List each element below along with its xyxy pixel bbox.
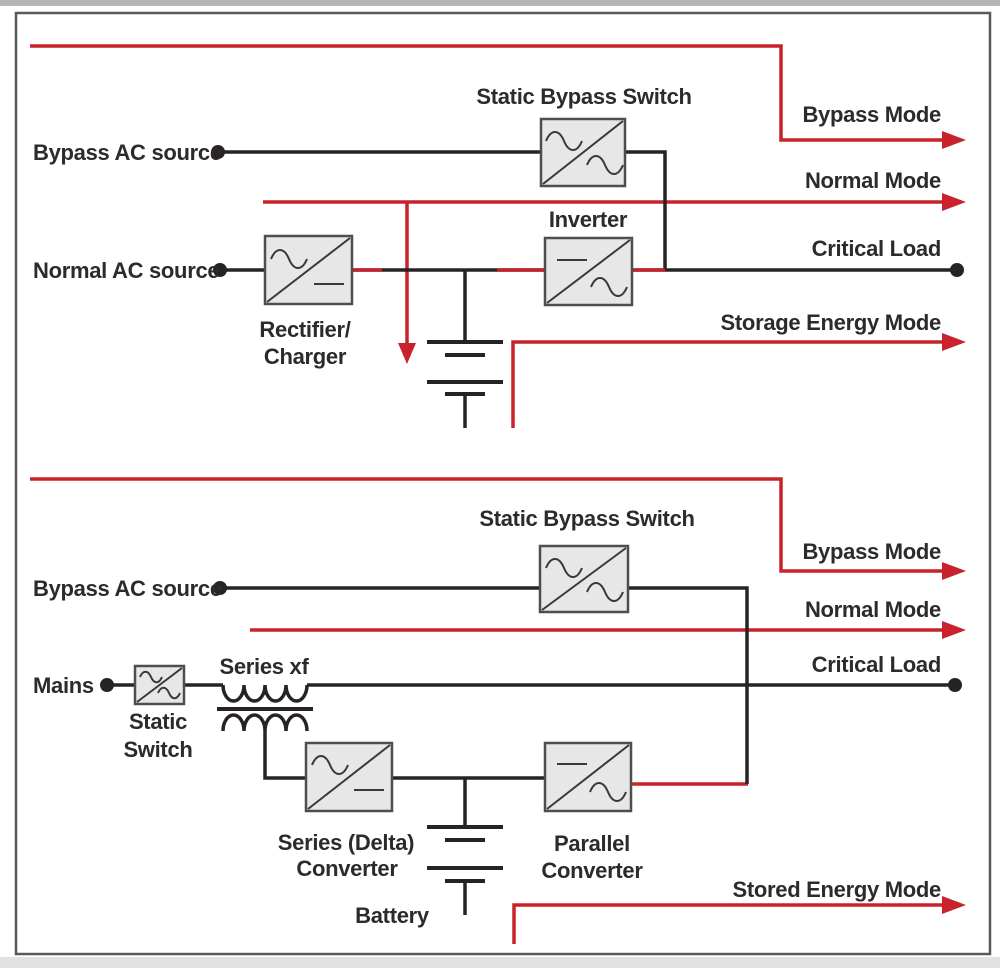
series-transformer-symbol (217, 684, 313, 732)
bypass-mode-arrowhead (942, 562, 966, 580)
bypass-mode-label: Bypass Mode (802, 102, 941, 127)
normal-ac-source-label: Normal AC source (33, 258, 219, 283)
bypass-switch-output-wire (628, 586, 749, 784)
top-edge-strip (0, 0, 1000, 6)
critical-load-label: Critical Load (812, 236, 941, 261)
figure-border (14, 11, 992, 956)
storage-energy-mode-arrowhead (942, 333, 966, 351)
bypass-ac-source-label: Bypass AC source (33, 576, 222, 601)
inverter-label: Inverter (549, 207, 628, 232)
series-delta-converter-label: Converter (296, 856, 398, 881)
static-switch-label: Static (129, 709, 187, 734)
battery-charge-arrowhead (398, 343, 416, 364)
mains-terminal-dot (100, 678, 114, 692)
ac-sine-icon (545, 131, 583, 151)
ac-sine-icon (589, 782, 627, 802)
rectifier-charger-label: Charger (264, 344, 347, 369)
rectifier-charger-label: Rectifier/ (259, 317, 350, 342)
bypass-ac-terminal-dot (211, 145, 225, 159)
diagonal (136, 667, 183, 703)
battery-symbol (427, 825, 503, 915)
parallel-converter-label: Converter (541, 858, 643, 883)
diagonal (542, 120, 624, 185)
parallel-converter-label: Parallel (554, 831, 630, 856)
static-switch-box (133, 664, 186, 706)
mains-label: Mains (33, 673, 94, 698)
normal-mode-arrowhead (942, 621, 966, 639)
stored-energy-mode-path (512, 903, 944, 944)
critical-load-label: Critical Load (812, 652, 941, 677)
transformer-secondary-coil (221, 713, 309, 732)
normal-mode-arrowhead (942, 193, 966, 211)
ac-sine-icon (590, 277, 628, 297)
ac-sine-icon (586, 582, 624, 602)
battery-label: Battery (355, 903, 430, 928)
diagonal (266, 237, 351, 303)
transformer-secondary-wire (263, 731, 306, 780)
normal-ac-terminal-dot (213, 263, 227, 277)
series-xf-label: Series xf (219, 654, 309, 679)
bypass-ac-source-label: Bypass AC source (33, 140, 222, 165)
normal-mode-label: Normal Mode (805, 597, 941, 622)
critical-load-terminal-dot (948, 678, 962, 692)
ac-sine-icon (139, 670, 163, 684)
delta-conversion-diagram: Static Bypass Switch Bypass AC source Ma… (30, 477, 966, 944)
critical-load-terminal-dot (950, 263, 964, 277)
ac-sine-icon (545, 558, 583, 578)
stored-energy-mode-arrowhead (942, 896, 966, 914)
bottom-red-paths (30, 477, 966, 944)
parallel-converter-box (543, 741, 633, 813)
bypass-ac-terminal-dot (213, 581, 227, 595)
bypass-mode-path (30, 477, 944, 573)
ac-sine-icon (270, 249, 308, 269)
static-bypass-switch-box (538, 544, 630, 614)
static-bypass-switch-box (539, 117, 627, 188)
bypass-mode-label: Bypass Mode (802, 539, 941, 564)
normal-mode-label: Normal Mode (805, 168, 941, 193)
diagonal (546, 239, 631, 304)
double-conversion-diagram: Static Bypass Switch Bypass AC source No… (30, 44, 966, 428)
bypass-mode-arrowhead (942, 131, 966, 149)
diagonal (546, 744, 630, 810)
storage-energy-mode-path (511, 340, 944, 428)
top-red-paths (30, 44, 966, 428)
diagonal (307, 744, 391, 810)
ac-sine-icon (157, 686, 181, 700)
storage-energy-mode-label: Storage Energy Mode (721, 310, 942, 335)
stored-energy-mode-label: Stored Energy Mode (732, 877, 941, 902)
battery-symbol (427, 340, 503, 428)
bypass-switch-output-wire (625, 150, 667, 270)
transformer-primary-coil (221, 684, 309, 703)
series-delta-converter-box (304, 741, 394, 813)
series-delta-converter-label: Series (Delta) (278, 830, 414, 855)
bottom-black-wires (107, 586, 955, 827)
inverter-box (543, 236, 634, 307)
ac-sine-icon (311, 755, 349, 775)
ac-sine-icon (586, 155, 624, 175)
static-switch-label: Switch (123, 737, 192, 762)
bottom-edge-strip (0, 957, 1000, 968)
static-bypass-switch-label: Static Bypass Switch (479, 506, 694, 531)
static-bypass-switch-label: Static Bypass Switch (476, 84, 691, 109)
rectifier-charger-box (263, 234, 354, 306)
bypass-mode-path (30, 44, 944, 142)
diagonal (541, 547, 627, 611)
